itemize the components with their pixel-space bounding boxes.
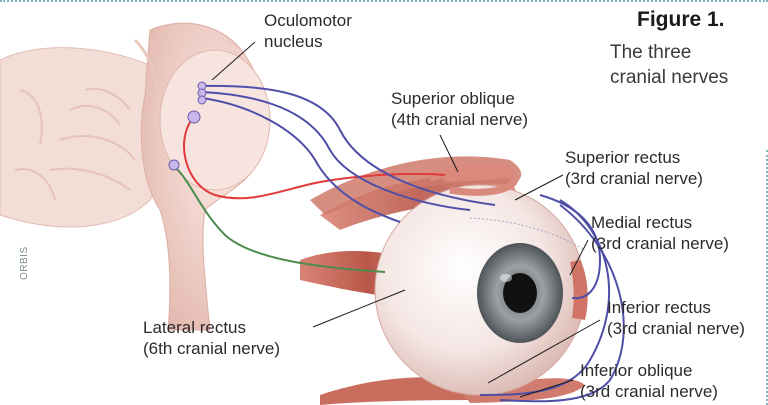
- brainstem: [135, 23, 270, 330]
- image-credit: ORBIS: [19, 246, 30, 280]
- label-superior-oblique: Superior oblique (4th cranial nerve): [391, 88, 528, 130]
- eyeball: [375, 185, 585, 395]
- figure-title: Figure 1.: [637, 8, 725, 32]
- label-inferior-oblique: Inferior oblique (3rd cranial nerve): [580, 360, 718, 402]
- label-lateral-rectus: Lateral rectus (6th cranial nerve): [143, 317, 280, 359]
- label-superior-rectus: Superior rectus (3rd cranial nerve): [565, 147, 703, 189]
- label-inferior-rectus: Inferior rectus (3rd cranial nerve): [607, 297, 745, 339]
- oculomotor-nucleus-dots: [198, 82, 206, 104]
- figure-caption: The three cranial nerves: [610, 40, 760, 90]
- label-oculomotor-nucleus: Oculomotor nucleus: [264, 10, 352, 52]
- label-medial-rectus: Medial rectus (3rd cranial nerve): [591, 212, 729, 254]
